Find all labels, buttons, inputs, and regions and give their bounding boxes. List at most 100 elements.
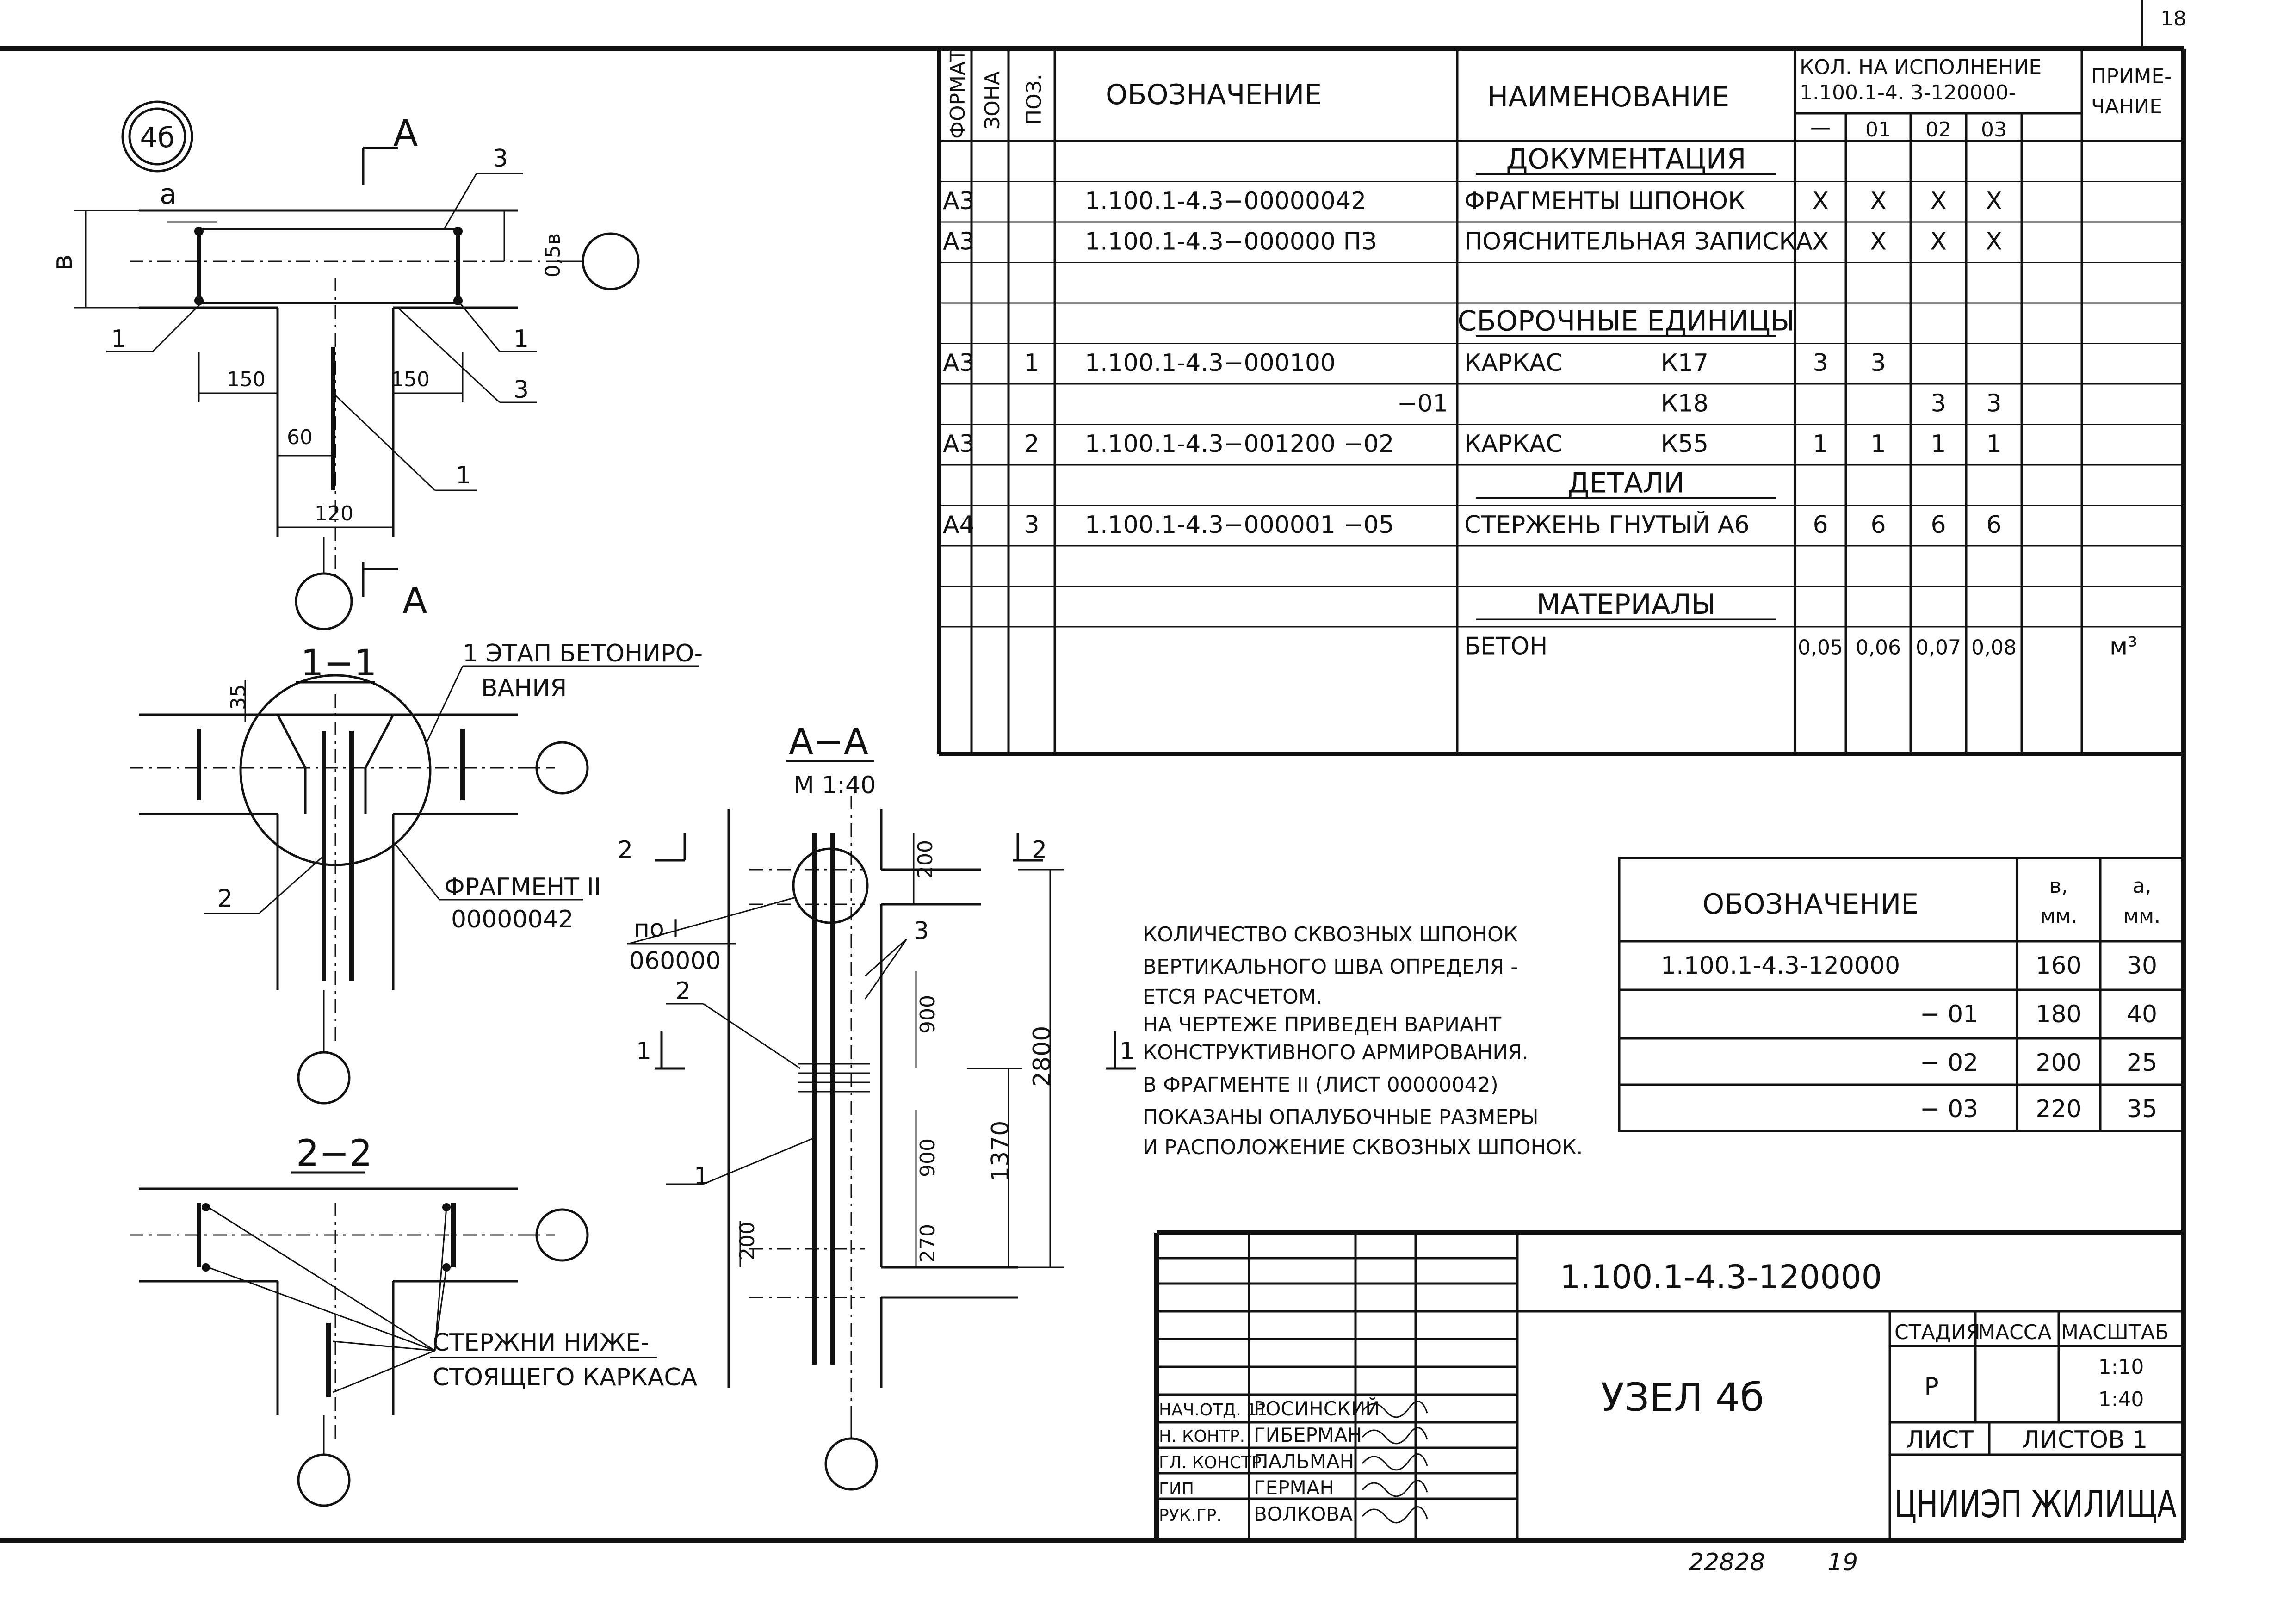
note-line: ПОКАЗАНЫ ОПАЛУБОЧНЫЕ РАЗМЕРЫ [1143, 1105, 1539, 1129]
spec-name: БЕТОН [1464, 633, 1547, 661]
dims-b: 180 [2036, 1000, 2081, 1028]
spec-mark: К18 [1661, 390, 1708, 418]
hdr-qty-col-3: 03 [1981, 118, 2007, 142]
spec-qty: X [1812, 187, 1829, 215]
spec-qty: 1 [1931, 430, 1946, 458]
dims-a: 40 [2127, 1000, 2157, 1028]
dims-hdr-b: в, [2049, 874, 2068, 898]
person-role: ГИП [1159, 1480, 1194, 1499]
spec-name: СТЕРЖЕНЬ ГНУТЫЙ А6 [1464, 511, 1750, 539]
title-block-grid [1154, 1230, 2184, 1540]
spec-section-title: МАТЕРИАЛЫ [1536, 588, 1716, 621]
dims-hdr-b-unit: мм. [2040, 904, 2077, 928]
person-name: ГИБЕРМАН [1254, 1424, 1362, 1446]
dims-b: 160 [2036, 952, 2081, 980]
callout-3-top: 3 [493, 145, 508, 173]
spec-section-title: СБОРОЧНЫЕ ЕДИНИЦЫ [1457, 305, 1795, 338]
spec-qty: 6 [1986, 511, 2001, 539]
dims-a: 25 [2127, 1049, 2157, 1077]
dims-table-grid [1618, 857, 2185, 1132]
tb-organization: ЦНИИЭП ЖИЛИЩА [1894, 1483, 2177, 1526]
dims-b: 220 [2036, 1095, 2081, 1123]
spec-qty: 3 [1813, 349, 1828, 377]
section-2-2: 2−2 СТЕРЖНИ НИЖЕ- СТОЯЩЕГО КАРКАСА [130, 1133, 698, 1507]
spec-qty: 0,07 [1916, 636, 1961, 660]
person-name: ВОЛКОВА [1254, 1503, 1353, 1525]
tb-scale-label: МАСШТАБ [2061, 1321, 2169, 1344]
aa-dim-2800: 2800 [1028, 1026, 1056, 1087]
fragment-label: ФРАГМЕНТ II [444, 873, 601, 901]
spec-qty: 1 [1986, 430, 2001, 458]
dim-60: 60 [287, 426, 313, 449]
spec-pos: 3 [1024, 511, 1039, 539]
dims-designation: − 01 [1920, 1000, 1978, 1028]
person-role: НАЧ.ОТД. 11 [1159, 1401, 1268, 1420]
dims-designation: 1.100.1-4.3-120000 [1661, 952, 1900, 980]
lower-bars-note-1: СТЕРЖНИ НИЖЕ- [433, 1329, 649, 1357]
aa-dim-900-1: 900 [916, 995, 940, 1034]
aa-dim-200-bottom: 200 [736, 1222, 759, 1260]
person-name: РОСИНСКИЙ [1254, 1397, 1380, 1420]
aa-callout-1: 1 [694, 1162, 709, 1190]
aa-callout-3: 3 [914, 917, 929, 945]
spec-section-title: ДОКУМЕНТАЦИЯ [1506, 143, 1746, 176]
stage-note: 1 ЭТАП БЕТОНИРО- [463, 640, 703, 667]
signature [1362, 1506, 1428, 1524]
spec-format: А3 [943, 349, 975, 377]
tb-sheets-label: ЛИСТОВ 1 [2022, 1426, 2147, 1454]
spec-qty: 6 [1813, 511, 1828, 539]
spec-format: А3 [943, 187, 975, 215]
hdr-qty-col-0: — [1810, 116, 1831, 139]
spec-mark: К17 [1661, 349, 1708, 377]
spec-designation: 1.100.1-4.3−001200 −02 [1085, 430, 1394, 458]
spec-name: ПОЯСНИТЕЛЬНАЯ ЗАПИСКА [1464, 228, 1813, 256]
spec-qty: X [1870, 187, 1887, 215]
cut-2-left: 2 [618, 836, 633, 864]
aa-dim-900-2: 900 [916, 1138, 940, 1177]
spec-qty: 1 [1870, 430, 1886, 458]
dims-designation: − 03 [1920, 1095, 1978, 1123]
spec-designation: 1.100.1-4.3−000000 ПЗ [1085, 228, 1377, 256]
note-line: И РАСПОЛОЖЕНИЕ СКВОЗНЫХ ШПОНОК. [1143, 1136, 1583, 1159]
person-name: ГЕРМАН [1254, 1476, 1334, 1499]
spec-table-header: ФОРМАТ ЗОНА ПОЗ. ОБОЗНАЧЕНИЕ НАИМЕНОВАНИ… [946, 49, 2172, 142]
section-mark-bottom: A [402, 580, 427, 622]
spec-format: А4 [943, 511, 975, 539]
bottom-number-1: 22828 [1689, 1549, 1765, 1576]
spec-format: А3 [943, 228, 975, 256]
sheet-number-top: 18 [2160, 7, 2186, 31]
hdr-qty-col-1: 01 [1865, 118, 1891, 142]
section-AA: А−А М 1:40 2 2 1 [618, 721, 1136, 1491]
signature [1362, 1427, 1428, 1445]
spec-format: А3 [943, 430, 975, 458]
spec-qty: X [1986, 187, 2002, 215]
person-role: Н. КОНТР. [1159, 1427, 1245, 1446]
node-mark: 4б [121, 100, 193, 173]
dim-05b: 0,5в [541, 233, 565, 278]
hdr-pos: ПОЗ. [1022, 74, 1046, 125]
note-line: ВЕРТИКАЛЬНОГО ШВА ОПРЕДЕЛЯ - [1143, 955, 1518, 979]
spec-qty: 0,08 [1971, 636, 2017, 660]
aa-dim-270: 270 [916, 1224, 940, 1263]
hdr-qty-col-2: 02 [1925, 118, 1951, 142]
fragment-sheet: 00000042 [451, 906, 574, 933]
section-1-1: 1−1 35 1 ЭТАП БЕТОНИРО- ВАНИЯ ФРАГМЕНТ I… [130, 640, 703, 1105]
title-block-title: УЗЕЛ 4б [1601, 1375, 1764, 1420]
hdr-qty-2: 1.100.1-4. 3-120000- [1800, 81, 2016, 105]
sheet-frame [0, 0, 2186, 1543]
hdr-name: НАИМЕНОВАНИЕ [1487, 81, 1729, 113]
spec-designation: 1.100.1-4.3−000001 −05 [1085, 511, 1394, 539]
hdr-qty-1: КОЛ. НА ИСПОЛНЕНИЕ [1800, 56, 2042, 79]
spec-mark: К55 [1661, 430, 1708, 458]
hdr-format: ФОРМАТ [946, 49, 970, 139]
signature [1362, 1401, 1428, 1418]
ref-sheet: 060000 [629, 947, 721, 975]
plan-view: в а 0,5в 150 150 60 120 A A 3 1 1 [46, 113, 640, 630]
dims-hdr-designation: ОБОЗНАЧЕНИЕ [1702, 888, 1918, 920]
tb-stage-label: СТАДИЯ [1894, 1321, 1980, 1344]
spec-section-title: ДЕТАЛИ [1568, 467, 1684, 500]
cut-2-right: 2 [1032, 836, 1047, 864]
callout-1-right: 1 [514, 325, 529, 353]
